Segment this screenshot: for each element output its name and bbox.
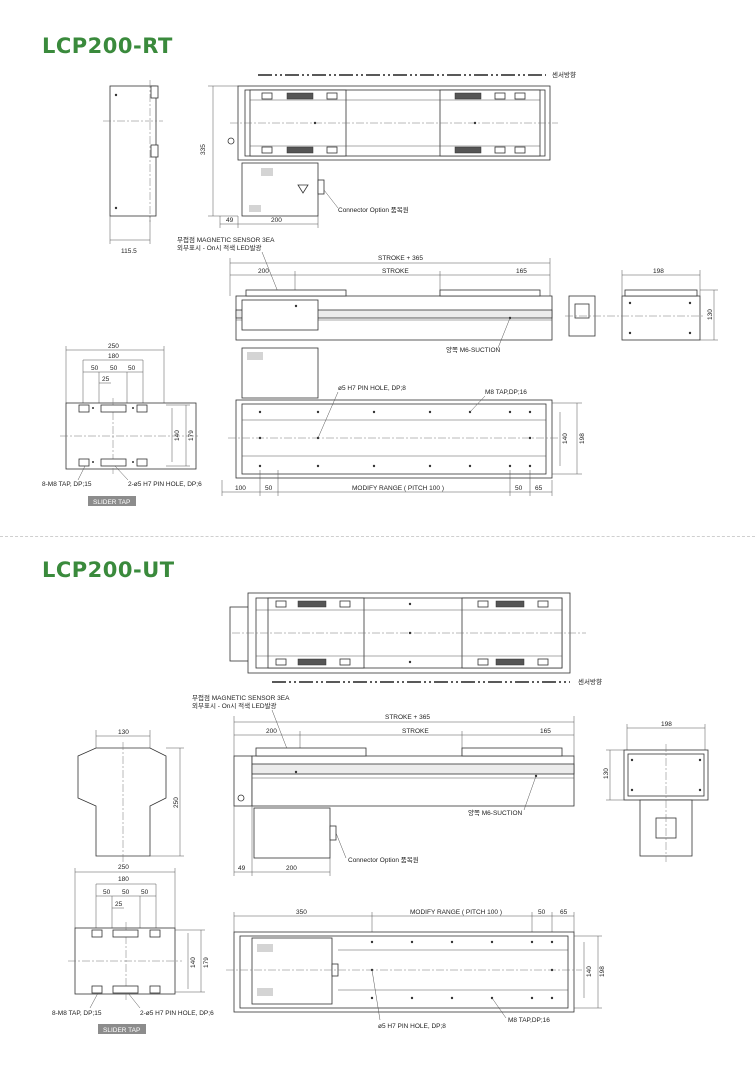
ut-dim-65: 65 bbox=[560, 909, 568, 916]
ut-slider-tag-text: SLIDER TAP bbox=[103, 1027, 140, 1034]
rt-dim-49: 49 bbox=[226, 217, 234, 224]
ut-right-end-view: 198 130 bbox=[603, 721, 709, 862]
rt-slider-tag-text: SLIDER TAP bbox=[93, 499, 130, 506]
rt-dim-198: 198 bbox=[653, 268, 664, 275]
rt-slider-detail: 250 180 50 50 50 25 bbox=[42, 343, 202, 506]
rt-pin-hole-label: ø5 H7 PIN HOLE, DP;8 bbox=[338, 385, 406, 392]
rt-dim-198b: 198 bbox=[579, 433, 586, 444]
ut-slider-tap-label: 8-M8 TAP, DP;15 bbox=[52, 1010, 102, 1017]
ut-dim-49: 49 bbox=[238, 865, 246, 872]
ut-pin-hole-label: ø5 H7 PIN HOLE, DP;8 bbox=[378, 1023, 446, 1030]
ut-dim-130b: 130 bbox=[603, 768, 610, 779]
ut-dim-165: 165 bbox=[540, 728, 551, 735]
rt-stroke: STROKE bbox=[382, 268, 409, 275]
rt-dim-179: 179 bbox=[188, 430, 195, 441]
ut-dim-198: 198 bbox=[661, 721, 672, 728]
rt-dim-50e: 50 bbox=[515, 485, 523, 492]
ut-sensor-note-2: 외부표시 - On시 적색 LED발광 bbox=[192, 701, 277, 710]
ut-dim-250b: 250 bbox=[118, 864, 129, 871]
rt-dim-140: 140 bbox=[174, 430, 181, 441]
rt-end-view: 115.5 bbox=[103, 80, 163, 255]
rt-dim-250: 250 bbox=[108, 343, 119, 350]
rt-modify-range: MODIFY RANGE ( PITCH 100 ) bbox=[352, 485, 444, 492]
rt-slider-pin-label: 2-ø5 H7 PIN HOLE, DP;6 bbox=[128, 481, 202, 488]
rt-dim-25: 25 bbox=[102, 376, 110, 383]
rt-dim-50a: 50 bbox=[91, 365, 99, 372]
ut-stroke: STROKE bbox=[402, 728, 429, 735]
rt-drawing-group: 센서방향 115.5 335 bbox=[42, 70, 718, 506]
rt-sensor-note-1: 무접점 MAGNETIC SENSOR 3EA bbox=[177, 236, 275, 244]
ut-dim-179: 179 bbox=[203, 957, 210, 968]
rt-slider-tag bbox=[88, 496, 136, 506]
ut-connector-label: Connector Option 품목원 bbox=[348, 855, 419, 864]
rt-stroke-plus-365: STROKE + 365 bbox=[378, 255, 423, 262]
ut-sensor-direction-label: 센서방향 bbox=[578, 677, 602, 686]
ut-slider-detail: 250 180 50 50 50 25 140 bbox=[52, 864, 214, 1034]
rt-right-end-view: 198 130 bbox=[565, 268, 718, 341]
rt-dim-50d: 50 bbox=[265, 485, 273, 492]
ut-end-view: 130 250 bbox=[77, 729, 184, 864]
rt-dim-200: 200 bbox=[271, 217, 282, 224]
rt-dim-200b: 200 bbox=[258, 268, 269, 275]
product-title-lcp200-rt: LCP200-RT bbox=[42, 34, 173, 58]
rt-suction-label: 양쪽 M6-SUCTION bbox=[446, 346, 501, 354]
ut-dim-200b: 200 bbox=[266, 728, 277, 735]
rt-connector-label: Connector Option 품목원 bbox=[338, 205, 409, 214]
ut-dim-198b: 198 bbox=[599, 966, 606, 977]
ut-top-view bbox=[229, 592, 586, 674]
ut-side-view: STROKE + 365 200 STROKE 165 양쪽 M6-SUCTIO… bbox=[233, 714, 575, 876]
ut-slider-pin-label: 2-ø5 H7 PIN HOLE, DP;6 bbox=[140, 1010, 214, 1017]
ut-dim-50d: 50 bbox=[538, 909, 546, 916]
ut-dim-140: 140 bbox=[190, 957, 197, 968]
ut-bottom-view: 350 MODIFY RANGE ( PITCH 100 ) 50 65 bbox=[226, 909, 606, 1030]
rt-top-view: 335 bbox=[200, 85, 558, 228]
rt-sensor-direction-label: 센서방향 bbox=[552, 70, 576, 79]
rt-dim-50c: 50 bbox=[128, 365, 136, 372]
rt-slider-tap-label: 8-M8 TAP, DP;15 bbox=[42, 481, 92, 488]
ut-slider-tag bbox=[98, 1024, 146, 1034]
ut-dim-25: 25 bbox=[115, 901, 123, 908]
rt-dim-180: 180 bbox=[108, 353, 119, 360]
ut-dim-250: 250 bbox=[173, 797, 180, 808]
rt-m8-tap-label: M8 TAP,DP;16 bbox=[485, 389, 527, 396]
rt-bottom-view: ø5 H7 PIN HOLE, DP;8 M8 TAP,DP;16 140 19… bbox=[221, 347, 586, 496]
rt-dim-140b: 140 bbox=[562, 433, 569, 444]
rt-dim-115-5: 115.5 bbox=[121, 248, 137, 255]
ut-dim-180: 180 bbox=[118, 876, 129, 883]
rt-dim-165: 165 bbox=[516, 268, 527, 275]
ut-dim-50b: 50 bbox=[122, 889, 130, 896]
ut-dim-140b: 140 bbox=[586, 966, 593, 977]
rt-dim-335: 335 bbox=[200, 144, 207, 155]
ut-dim-50a: 50 bbox=[103, 889, 111, 896]
ut-sensor-note-1: 무접점 MAGNETIC SENSOR 3EA bbox=[192, 694, 290, 702]
ut-dim-50c: 50 bbox=[141, 889, 149, 896]
ut-dim-350: 350 bbox=[296, 909, 307, 916]
ut-dim-200: 200 bbox=[286, 865, 297, 872]
product-title-lcp200-ut: LCP200-UT bbox=[42, 558, 175, 582]
ut-stroke-plus-365: STROKE + 365 bbox=[385, 714, 430, 721]
rt-dim-65: 65 bbox=[535, 485, 543, 492]
ut-modify-range: MODIFY RANGE ( PITCH 100 ) bbox=[410, 909, 502, 916]
rt-dim-100: 100 bbox=[235, 485, 246, 492]
ut-drawing-group: 센서방향 무접점 MAGNETIC SENSOR 3EA 외부표시 - On시 … bbox=[52, 592, 709, 1034]
ut-suction-label: 양쪽 M6-SUCTION bbox=[468, 809, 523, 817]
rt-side-view: STROKE + 365 200 STROKE 165 양쪽 M6-SUCTIO… bbox=[229, 255, 553, 354]
ut-m8-tap-label: M8 TAP,DP;16 bbox=[508, 1017, 550, 1024]
ut-dim-130: 130 bbox=[118, 729, 129, 736]
rt-dim-50b: 50 bbox=[110, 365, 118, 372]
rt-sensor-note-2: 외부표시 - On시 적색 LED발광 bbox=[177, 243, 262, 252]
rt-dim-130: 130 bbox=[707, 309, 714, 320]
section-divider bbox=[0, 536, 755, 537]
